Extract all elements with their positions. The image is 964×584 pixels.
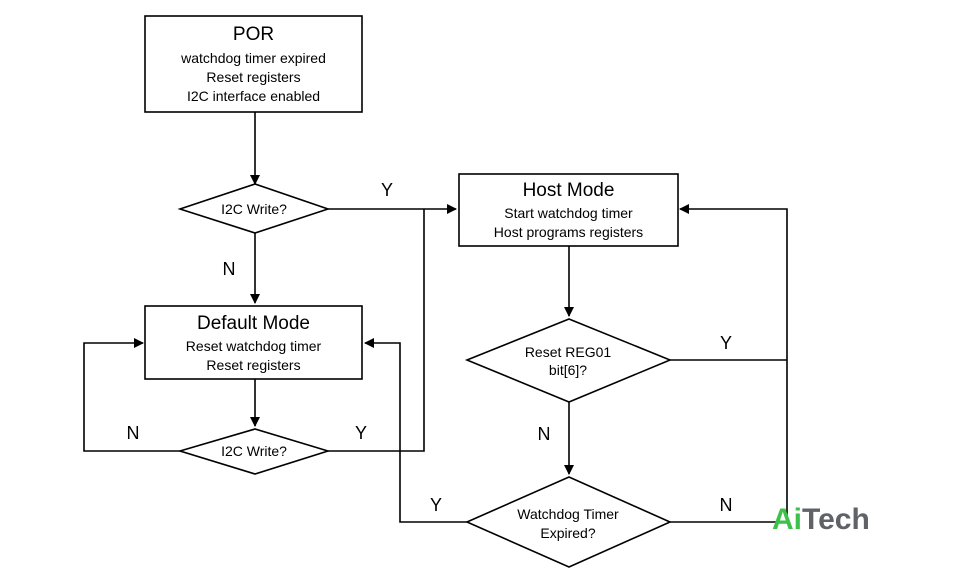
label-reset-reg01-no: N	[538, 424, 551, 444]
label-i2c-bottom-no: N	[127, 423, 140, 443]
host-mode-title: Host Mode	[523, 180, 615, 201]
por-title: POR	[233, 24, 274, 45]
host-mode-line-1: Start watchdog timer	[504, 205, 633, 221]
watchdog-line-1: Watchdog Timer	[517, 506, 619, 522]
decision-watchdog-expired: Watchdog Timer Expired?	[465, 476, 672, 568]
label-i2c-top-yes: Y	[381, 180, 393, 200]
node-host-mode: Host Mode Start watchdog timer Host prog…	[458, 173, 679, 247]
logo-ai-text: Ai	[772, 503, 802, 536]
edge-i2c-bottom-yes	[328, 209, 425, 452]
decision-i2c-write-bottom: I2C Write?	[177, 428, 331, 475]
label-i2c-top-no: N	[223, 259, 236, 279]
logo-tech-text: Tech	[802, 503, 870, 536]
i2c-write-bottom-text: I2C Write?	[221, 443, 287, 459]
host-mode-line-2: Host programs registers	[494, 224, 643, 240]
reset-reg01-line-2: bit[6]?	[549, 362, 587, 378]
i2c-write-top-text: I2C Write?	[221, 201, 287, 217]
por-line-2: Reset registers	[206, 69, 300, 85]
edge-watchdog-yes	[364, 338, 467, 523]
label-watchdog-yes: Y	[430, 495, 442, 515]
aitech-watermark-logo: AiTech	[772, 503, 870, 537]
edge-watchdog-no	[670, 204, 788, 523]
watchdog-line-2: Expired?	[540, 525, 595, 541]
edge-i2c-bottom-no	[83, 338, 180, 452]
decision-i2c-write-top: I2C Write?	[177, 183, 331, 234]
default-mode-line-1: Reset watchdog timer	[186, 338, 322, 354]
por-line-3: I2C interface enabled	[187, 88, 320, 104]
por-line-1: watchdog timer expired	[180, 50, 326, 66]
default-mode-title: Default Mode	[197, 313, 310, 334]
default-mode-line-2: Reset registers	[206, 357, 300, 373]
label-i2c-bottom-yes: Y	[355, 423, 367, 443]
label-watchdog-no: N	[720, 495, 733, 515]
label-reset-reg01-yes: Y	[720, 333, 732, 353]
node-por: POR watchdog timer expired Reset registe…	[144, 15, 363, 113]
reset-reg01-line-1: Reset REG01	[525, 344, 612, 360]
decision-reset-reg01: Reset REG01 bit[6]?	[464, 318, 673, 403]
node-default-mode: Default Mode Reset watchdog timer Reset …	[144, 305, 363, 380]
